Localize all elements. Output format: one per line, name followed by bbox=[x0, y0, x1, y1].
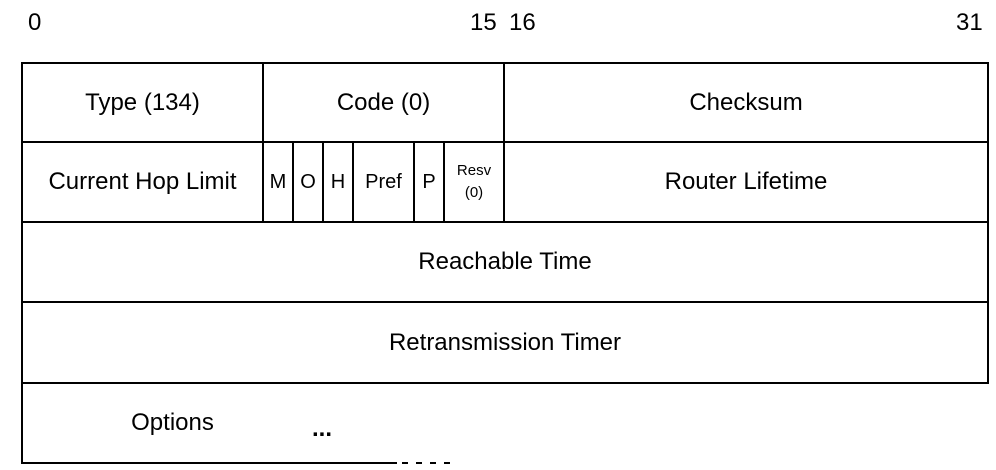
retransmission-timer-field: Retransmission Timer bbox=[388, 328, 622, 356]
row-divider-3 bbox=[21, 301, 989, 303]
bottom-dash-3 bbox=[430, 462, 436, 464]
options-ellipsis: ... bbox=[311, 415, 332, 442]
row-divider-1 bbox=[21, 141, 989, 143]
reachable-time-field: Reachable Time bbox=[418, 248, 592, 275]
code-field: Code (0) bbox=[336, 88, 431, 116]
flag-h-field: H bbox=[330, 170, 346, 193]
right-border bbox=[987, 62, 989, 384]
row2-divider-resv bbox=[503, 141, 505, 223]
bottom-dash-1 bbox=[402, 462, 408, 464]
flag-p-field: P bbox=[422, 170, 436, 193]
bit-label-0: 0 bbox=[28, 9, 42, 36]
options-field: Options bbox=[131, 409, 214, 436]
bit-label-15: 15 bbox=[470, 9, 497, 36]
current-hop-limit-field: Current Hop Limit bbox=[48, 168, 237, 195]
flag-pref-field: Pref bbox=[365, 170, 402, 193]
flag-m-field: M bbox=[269, 170, 287, 193]
row1-divider-a bbox=[262, 62, 264, 143]
bit-label-31: 31 bbox=[956, 9, 983, 36]
row2-divider-m bbox=[292, 141, 294, 223]
row-divider-4 bbox=[21, 382, 989, 384]
left-border bbox=[21, 62, 23, 464]
checksum-field: Checksum bbox=[689, 88, 803, 116]
row1-divider-b bbox=[503, 62, 505, 143]
bit-label-16: 16 bbox=[509, 9, 536, 36]
reserved-value: (0) bbox=[464, 184, 484, 201]
row-divider-2 bbox=[21, 221, 989, 223]
row2-divider-hop bbox=[262, 141, 264, 223]
router-lifetime-field: Router Lifetime bbox=[664, 168, 828, 195]
row2-divider-p bbox=[443, 141, 445, 223]
bottom-dash-4 bbox=[444, 462, 450, 464]
row2-divider-pref bbox=[413, 141, 415, 223]
bottom-border bbox=[21, 462, 397, 464]
bottom-dash-2 bbox=[416, 462, 422, 464]
reserved-label: Resv bbox=[456, 162, 492, 179]
flag-o-field: O bbox=[300, 170, 316, 193]
top-border bbox=[21, 62, 989, 64]
reserved-field: Resv (0) bbox=[445, 143, 503, 221]
row2-divider-o bbox=[322, 141, 324, 223]
type-field: Type (134) bbox=[85, 88, 200, 116]
row2-divider-h bbox=[352, 141, 354, 223]
